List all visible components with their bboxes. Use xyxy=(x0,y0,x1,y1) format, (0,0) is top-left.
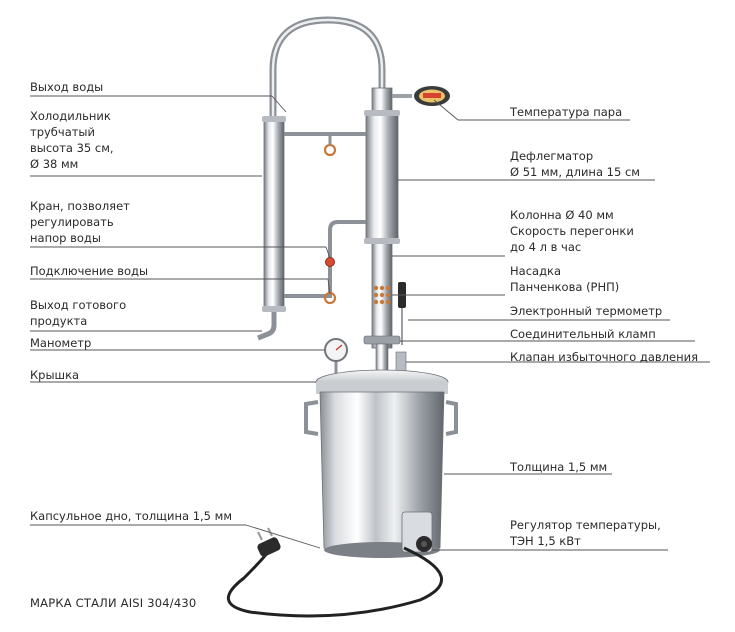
power-cable xyxy=(226,546,443,618)
label-clamp: Соединительный кламп xyxy=(510,327,656,341)
label-tube-condenser: Холодильник трубчатый высота 35 см, Ø 38… xyxy=(30,109,114,171)
label-nozzle: Насадка Панченкова (РНП) xyxy=(510,264,620,294)
rnp-nozzle xyxy=(373,285,391,305)
label-lid: Крышка xyxy=(30,368,80,382)
label-temp-regulator: Регулятор температуры, ТЭН 1,5 кВт xyxy=(510,518,661,548)
label-manometer: Манометр xyxy=(30,336,92,350)
label-water-outlet: Выход воды xyxy=(30,80,104,94)
label-water-valve: Кран, позволяет регулировать напор воды xyxy=(30,199,130,245)
gooseneck-tube xyxy=(269,16,386,120)
connecting-clamp xyxy=(363,335,401,345)
label-thickness: Толщина 1,5 мм xyxy=(510,460,608,474)
steel-grade-footer: МАРКА СТАЛИ AISI 304/430 xyxy=(30,596,197,610)
tube-condenser-body xyxy=(263,117,285,311)
label-relief-valve: Клапан избыточного давления xyxy=(510,350,698,364)
label-dephlegmator: Дефлегматор Ø 51 мм, длина 15 см xyxy=(510,149,640,179)
water-valve-handle xyxy=(325,257,335,267)
leader-lines-left xyxy=(30,95,331,549)
vapor-thermometer xyxy=(392,86,450,106)
dephlegmator-body xyxy=(365,111,399,243)
manometer-gauge xyxy=(324,338,348,378)
label-product-outlet: Выход готового продукта xyxy=(30,298,127,328)
electronic-thermometer xyxy=(398,282,406,345)
label-column: Колонна Ø 40 мм Скорость перегонки до 4 … xyxy=(510,208,634,254)
leader-lines-right xyxy=(392,99,710,551)
label-capsule-bottom: Капсульное дно, толщина 1,5 мм xyxy=(30,509,232,523)
label-thermometer: Электронный термометр xyxy=(510,304,663,318)
label-vapor-temp: Температура пара xyxy=(510,105,623,119)
label-water-connection: Подключение воды xyxy=(30,264,149,278)
temperature-regulator xyxy=(401,511,433,553)
